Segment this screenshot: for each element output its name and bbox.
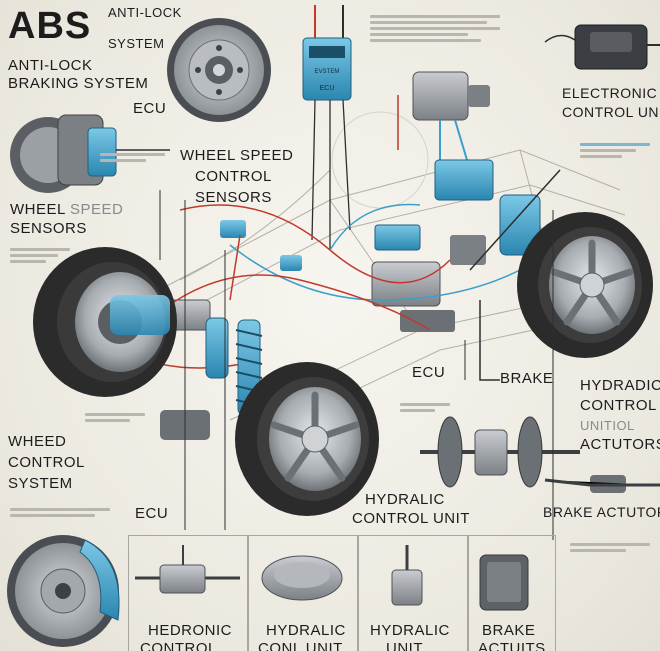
fine-print-4	[400, 400, 450, 415]
bottom-col3-line2: UNIT	[386, 640, 423, 651]
label-ecu-mid: ECU	[412, 364, 446, 381]
label-wheel-speed-3: SENSORS	[195, 189, 272, 206]
fine-print-5	[10, 505, 110, 520]
label-wheed-1: WHEED	[8, 433, 67, 450]
antilock-full-2: BRAKING SYSTEM	[8, 75, 149, 92]
ecu-chip-label-2: ECU	[320, 85, 335, 92]
bottom-box-2	[248, 535, 358, 651]
bottom-box-4	[468, 535, 556, 651]
antilock-small-2: SYSTEM	[108, 36, 165, 51]
fine-print-3	[370, 12, 500, 45]
ecu-chip-label: EVSTEM	[315, 69, 340, 75]
bottom-col4-line1: BRAKE	[482, 622, 536, 639]
fine-print-7	[570, 540, 650, 555]
label-electronic-1: ELECTRONIC	[562, 85, 658, 101]
electronic-control-box	[544, 24, 660, 70]
label-wheed-2: CONTROL	[8, 454, 85, 471]
label-hydradic-4: ACTUTORS	[580, 436, 660, 453]
fine-print-1	[100, 150, 165, 165]
fine-print-6	[580, 140, 650, 161]
front-wheel	[235, 362, 379, 516]
ecu-module: EVSTEM ECU	[302, 5, 352, 250]
label-hydralic-cu-2: CONTROL UNIT	[352, 510, 470, 527]
brake-actuator-assembly	[420, 416, 660, 493]
label-brake-actutor: BRAKE ACTUTOR	[543, 504, 660, 520]
left-caliper	[10, 114, 170, 193]
label-ecu-top: ECU	[133, 100, 167, 117]
abs-title: ABS	[8, 5, 92, 47]
bottom-brake-disc	[7, 535, 120, 647]
wiring	[119, 169, 561, 381]
bottom-col1-line1: HEDRONIC	[148, 622, 233, 639]
label-hydralic-cu-1: HYDRALIC	[365, 491, 445, 508]
bottom-box-1	[128, 535, 248, 651]
bottom-box-3	[358, 535, 468, 651]
antilock-small-1: ANTI-LOCK	[108, 5, 182, 20]
hydraulic-pump-top	[397, 71, 490, 180]
bottom-col2-line1: HYDRALIC	[266, 622, 346, 639]
label-wheel-sensors-2: SENSORS	[10, 220, 87, 237]
bottom-col2-line2: CONL UNIT	[258, 640, 343, 651]
left-wheel	[33, 247, 177, 397]
label-wheel-sensors-faint: SPEED	[70, 201, 124, 218]
fine-print-2	[10, 245, 70, 266]
bottom-components	[135, 545, 529, 611]
top-brake-disc	[167, 18, 271, 122]
label-wheel-sensors-1: WHEEL	[10, 201, 66, 218]
label-hydradic-3: UNITIOL	[580, 418, 635, 433]
bottom-col3-line1: HYDRALIC	[370, 622, 450, 639]
label-hydradic-2: CONTROL	[580, 397, 657, 414]
label-electronic-2: CONTROL UNI	[562, 104, 660, 120]
label-ecu-low: ECU	[135, 505, 169, 522]
leader-lines	[159, 190, 554, 540]
label-wheel-speed-1: WHEEL SPEED	[180, 147, 294, 164]
label-hydradic-1: HYDRADIC	[580, 377, 660, 394]
fine-print-8	[85, 410, 145, 425]
label-wheed-3: SYSTEM	[8, 475, 73, 492]
antilock-full-1: ANTI-LOCK	[8, 57, 93, 74]
label-brake: BRAKE	[500, 370, 554, 387]
mid-modules	[169, 159, 541, 332]
label-wheel-speed-2: CONTROL	[195, 168, 272, 185]
right-wheel	[517, 212, 653, 358]
bottom-col4-line2: ACTUITS	[478, 640, 546, 651]
bottom-col1-line2: CONTROL	[140, 640, 217, 651]
